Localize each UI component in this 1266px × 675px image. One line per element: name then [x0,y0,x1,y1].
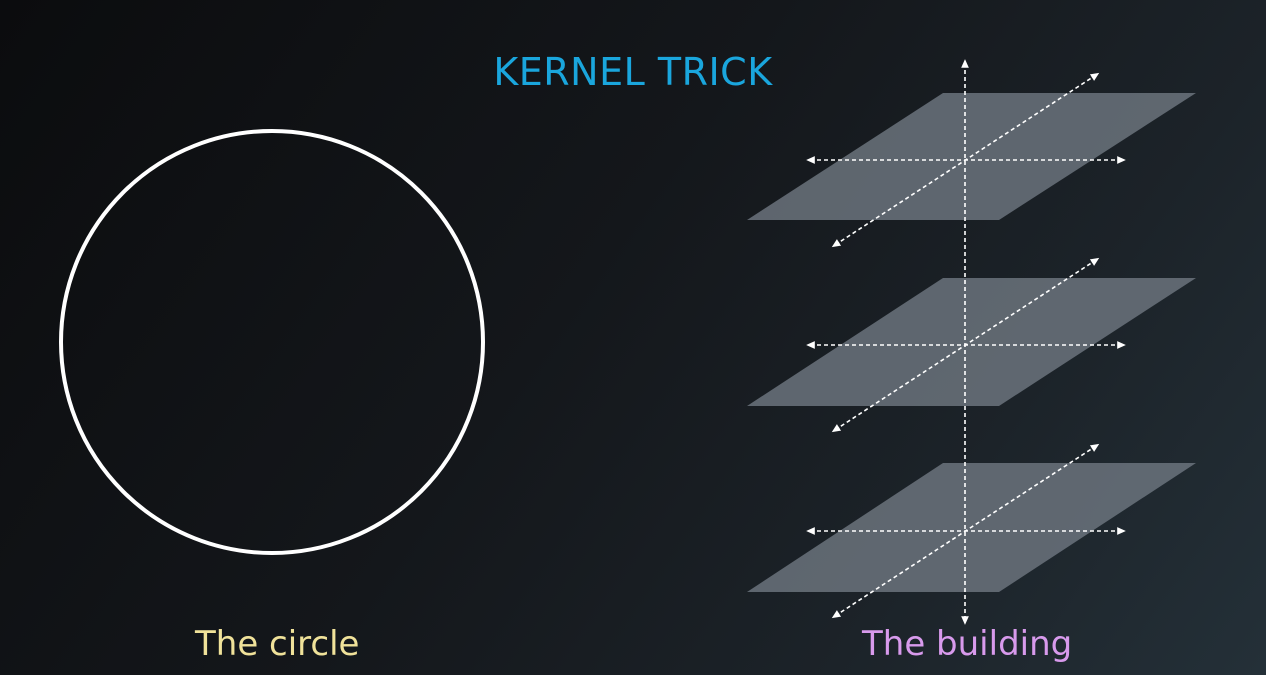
page-title: KERNEL TRICK [493,50,773,94]
building-caption: The building [862,624,1073,664]
circle-shape [59,129,485,555]
plane-middle [747,257,1196,433]
plane-top [747,72,1196,248]
circle-caption: The circle [195,624,360,664]
plane-bottom [747,443,1196,619]
